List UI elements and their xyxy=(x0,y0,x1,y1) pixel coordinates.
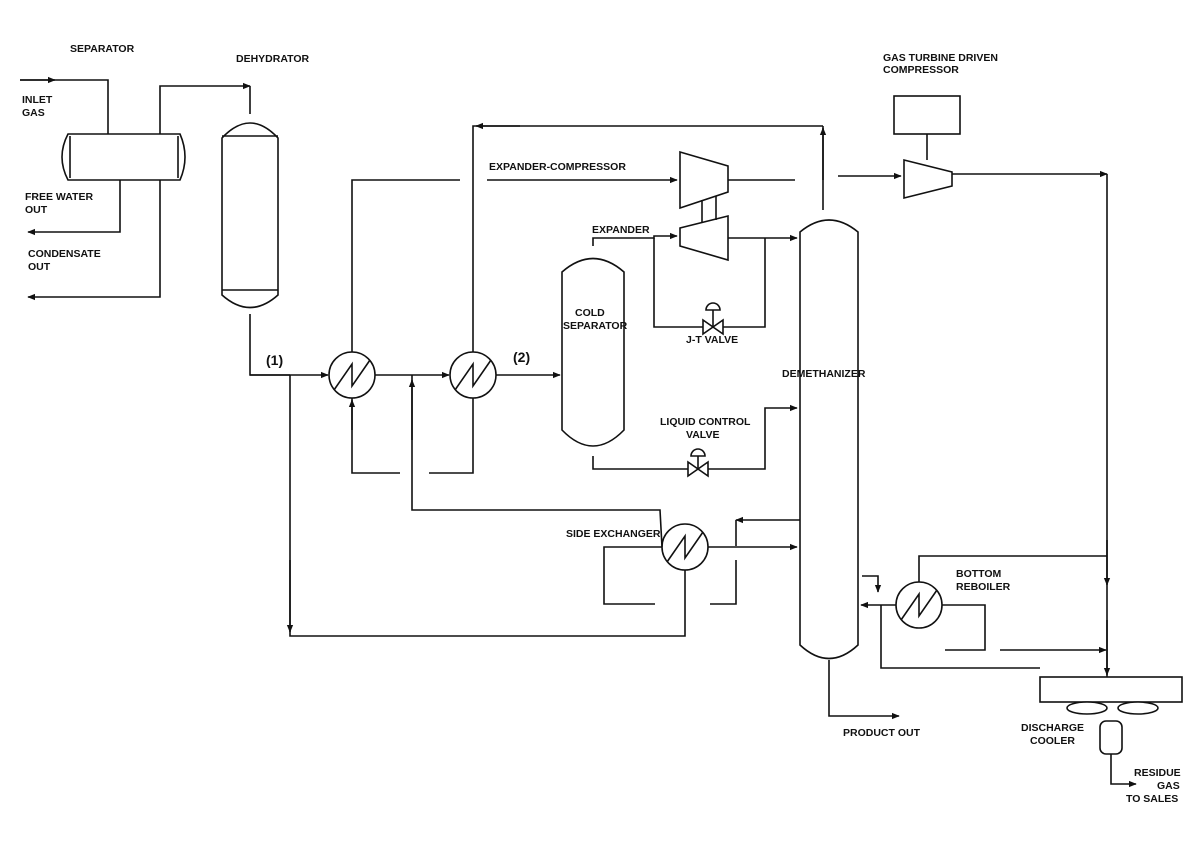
label-bottom-reboiler-1: BOTTOM xyxy=(956,568,1002,580)
label-point-1: (1) xyxy=(266,352,283,368)
label-expander: EXPANDER xyxy=(592,224,650,236)
label-dehydrator: DEHYDRATOR xyxy=(236,53,310,65)
cold-separator-vessel xyxy=(561,257,625,447)
label-discharge-cooler-1: DISCHARGE xyxy=(1021,722,1084,734)
label-discharge-cooler-2: COOLER xyxy=(1030,735,1075,747)
demethanizer-column xyxy=(799,219,859,660)
side-exchanger xyxy=(661,523,709,571)
heat-exchanger-1 xyxy=(328,351,376,399)
discharge-cooler xyxy=(1039,676,1183,755)
jt-valve xyxy=(702,302,724,336)
label-bottom-reboiler-2: REBOILER xyxy=(956,581,1011,593)
bottom-reboiler xyxy=(895,581,943,629)
label-free-water-2: OUT xyxy=(25,204,48,216)
label-condensate-2: OUT xyxy=(28,261,51,273)
liquid-control-valve xyxy=(687,448,709,478)
label-product-out: PRODUCT OUT xyxy=(843,727,921,739)
label-inlet-gas-1: INLET xyxy=(22,94,53,106)
label-residue-3: TO SALES xyxy=(1126,793,1178,805)
label-gas-turbine-2: COMPRESSOR xyxy=(883,64,959,76)
piping xyxy=(20,76,1137,788)
label-expander-compressor: EXPANDER-COMPRESSOR xyxy=(489,161,626,173)
label-jt-valve: J-T VALVE xyxy=(686,334,738,346)
label-liquid-control-1: LIQUID CONTROL xyxy=(660,416,751,428)
label-liquid-control-2: VALVE xyxy=(686,429,719,441)
dehydrator-vessel xyxy=(221,122,279,309)
label-demethanizer: DEMETHANIZER xyxy=(782,368,866,380)
heat-exchanger-2 xyxy=(449,351,497,399)
label-separator: SEPARATOR xyxy=(70,43,135,55)
label-cold-separator-1: COLD xyxy=(575,307,605,319)
gas-turbine-driven-compressor xyxy=(893,95,961,200)
label-side-exchanger: SIDE EXCHANGER xyxy=(566,528,661,540)
labels: SEPARATOR DEHYDRATOR INLET GAS FREE WATE… xyxy=(22,43,1181,805)
label-point-2: (2) xyxy=(513,349,530,365)
label-residue-2: GAS xyxy=(1157,780,1180,792)
label-gas-turbine-1: GAS TURBINE DRIVEN xyxy=(883,52,998,64)
separator-vessel xyxy=(61,133,186,181)
label-residue-1: RESIDUE xyxy=(1134,767,1181,779)
label-cold-separator-2: SEPARATOR xyxy=(563,320,628,332)
label-free-water-1: FREE WATER xyxy=(25,191,93,203)
label-condensate-1: CONDENSATE xyxy=(28,248,101,260)
label-inlet-gas-2: GAS xyxy=(22,107,45,119)
expander-compressor-unit xyxy=(679,150,729,262)
